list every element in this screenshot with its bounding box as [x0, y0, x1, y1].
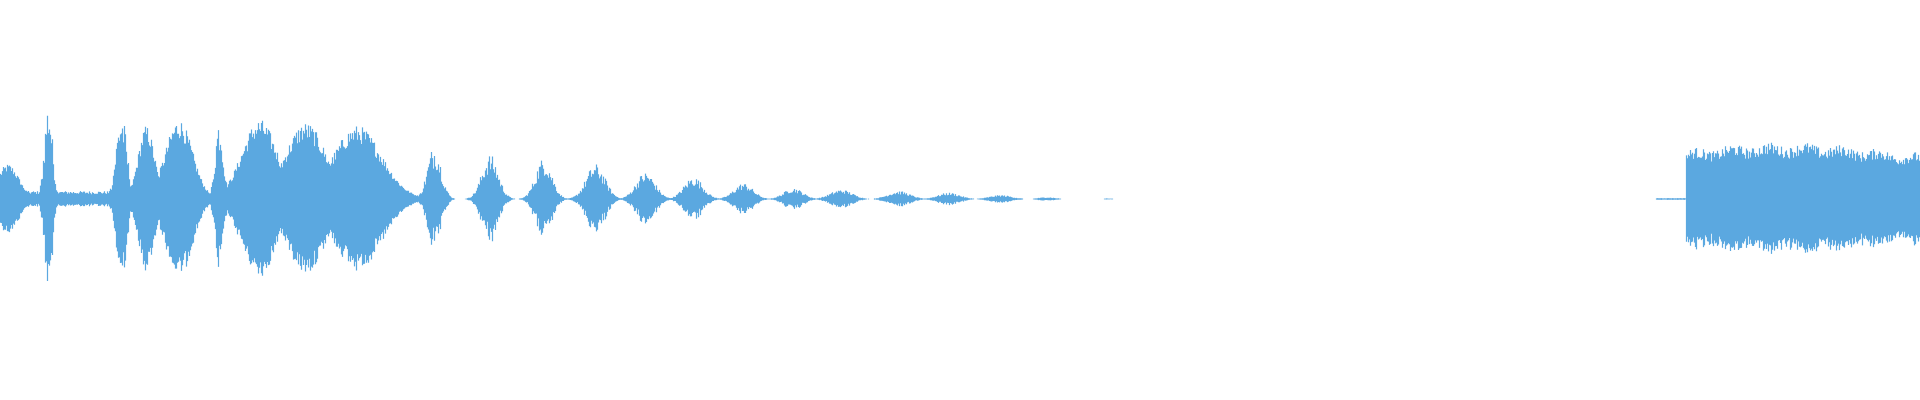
- waveform-trace: [0, 115, 1920, 281]
